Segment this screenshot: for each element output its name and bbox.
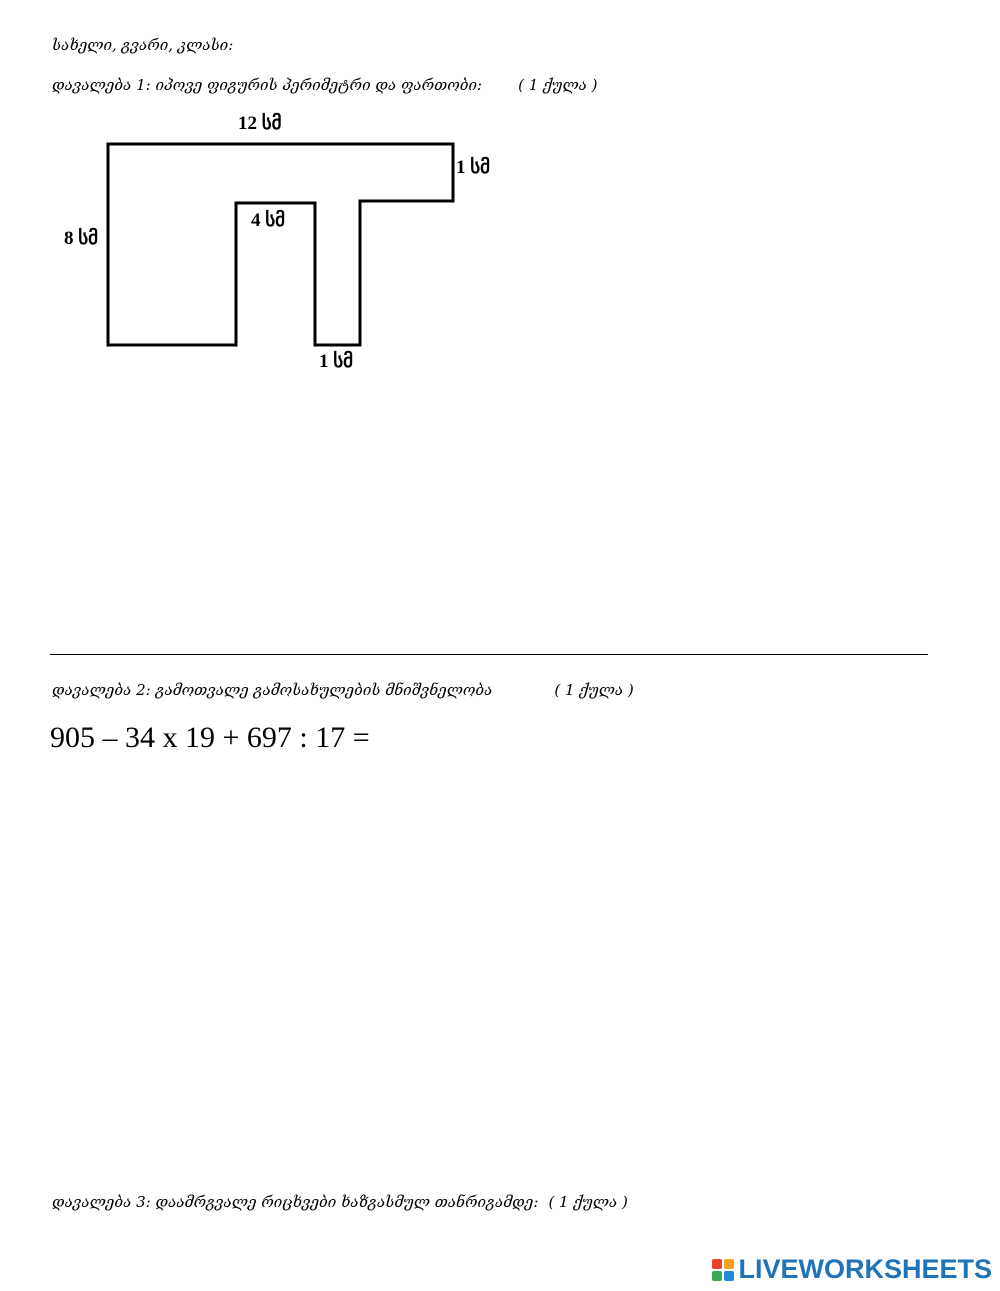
- dimension-inner-label: 4 სმ: [251, 210, 286, 231]
- task-1-title: დავალება 1: იპოვე ფიგურის პერიმეტრი და ფ…: [52, 76, 483, 94]
- task-3-points: ( 1 ქულა ): [548, 1193, 628, 1211]
- task-3-title: დავალება 3: დაამრგვალე რიცხვები ხაზგასმუ…: [52, 1193, 539, 1211]
- liveworksheets-brand: LIVEWORKSHEETS: [712, 1254, 992, 1285]
- figure-outline: [106, 142, 455, 347]
- task-1-points: ( 1 ქულა ): [518, 76, 598, 94]
- math-expression: 905 – 34 x 19 + 697 : 17 =: [50, 721, 370, 754]
- logo-square-2: [724, 1258, 735, 1269]
- task-2-heading: დავალება 2: გამოთვალე გამოსახულების მნიშ…: [52, 681, 634, 699]
- dimension-bottom-label: 1 სმ: [319, 351, 354, 372]
- name-line-text: სახელი, გვარი, კლასი:: [52, 36, 234, 54]
- liveworksheets-logo-icon: [712, 1258, 735, 1281]
- task-2-title: დავალება 2: გამოთვალე გამოსახულების მნიშ…: [52, 681, 493, 699]
- logo-square-4: [724, 1270, 735, 1281]
- section-divider: [50, 654, 928, 655]
- logo-square-3: [712, 1270, 723, 1281]
- logo-square-1: [712, 1258, 723, 1269]
- task-1-heading: დავალება 1: იპოვე ფიგურის პერიმეტრი და ფ…: [52, 76, 597, 94]
- dimension-top-label: 12 სმ: [238, 113, 282, 134]
- dimension-right-label: 1 სმ: [456, 157, 491, 178]
- dimension-left-label: 8 სმ: [64, 228, 99, 249]
- student-name-label: სახელი, გვარი, კლასი:: [52, 36, 233, 54]
- task-2-points: ( 1 ქულა ): [554, 681, 634, 699]
- task-3-heading: დავალება 3: დაამრგვალე რიცხვები ხაზგასმუ…: [52, 1193, 628, 1211]
- t-shape-figure: [106, 142, 455, 347]
- brand-name: LIVEWORKSHEETS: [738, 1254, 992, 1284]
